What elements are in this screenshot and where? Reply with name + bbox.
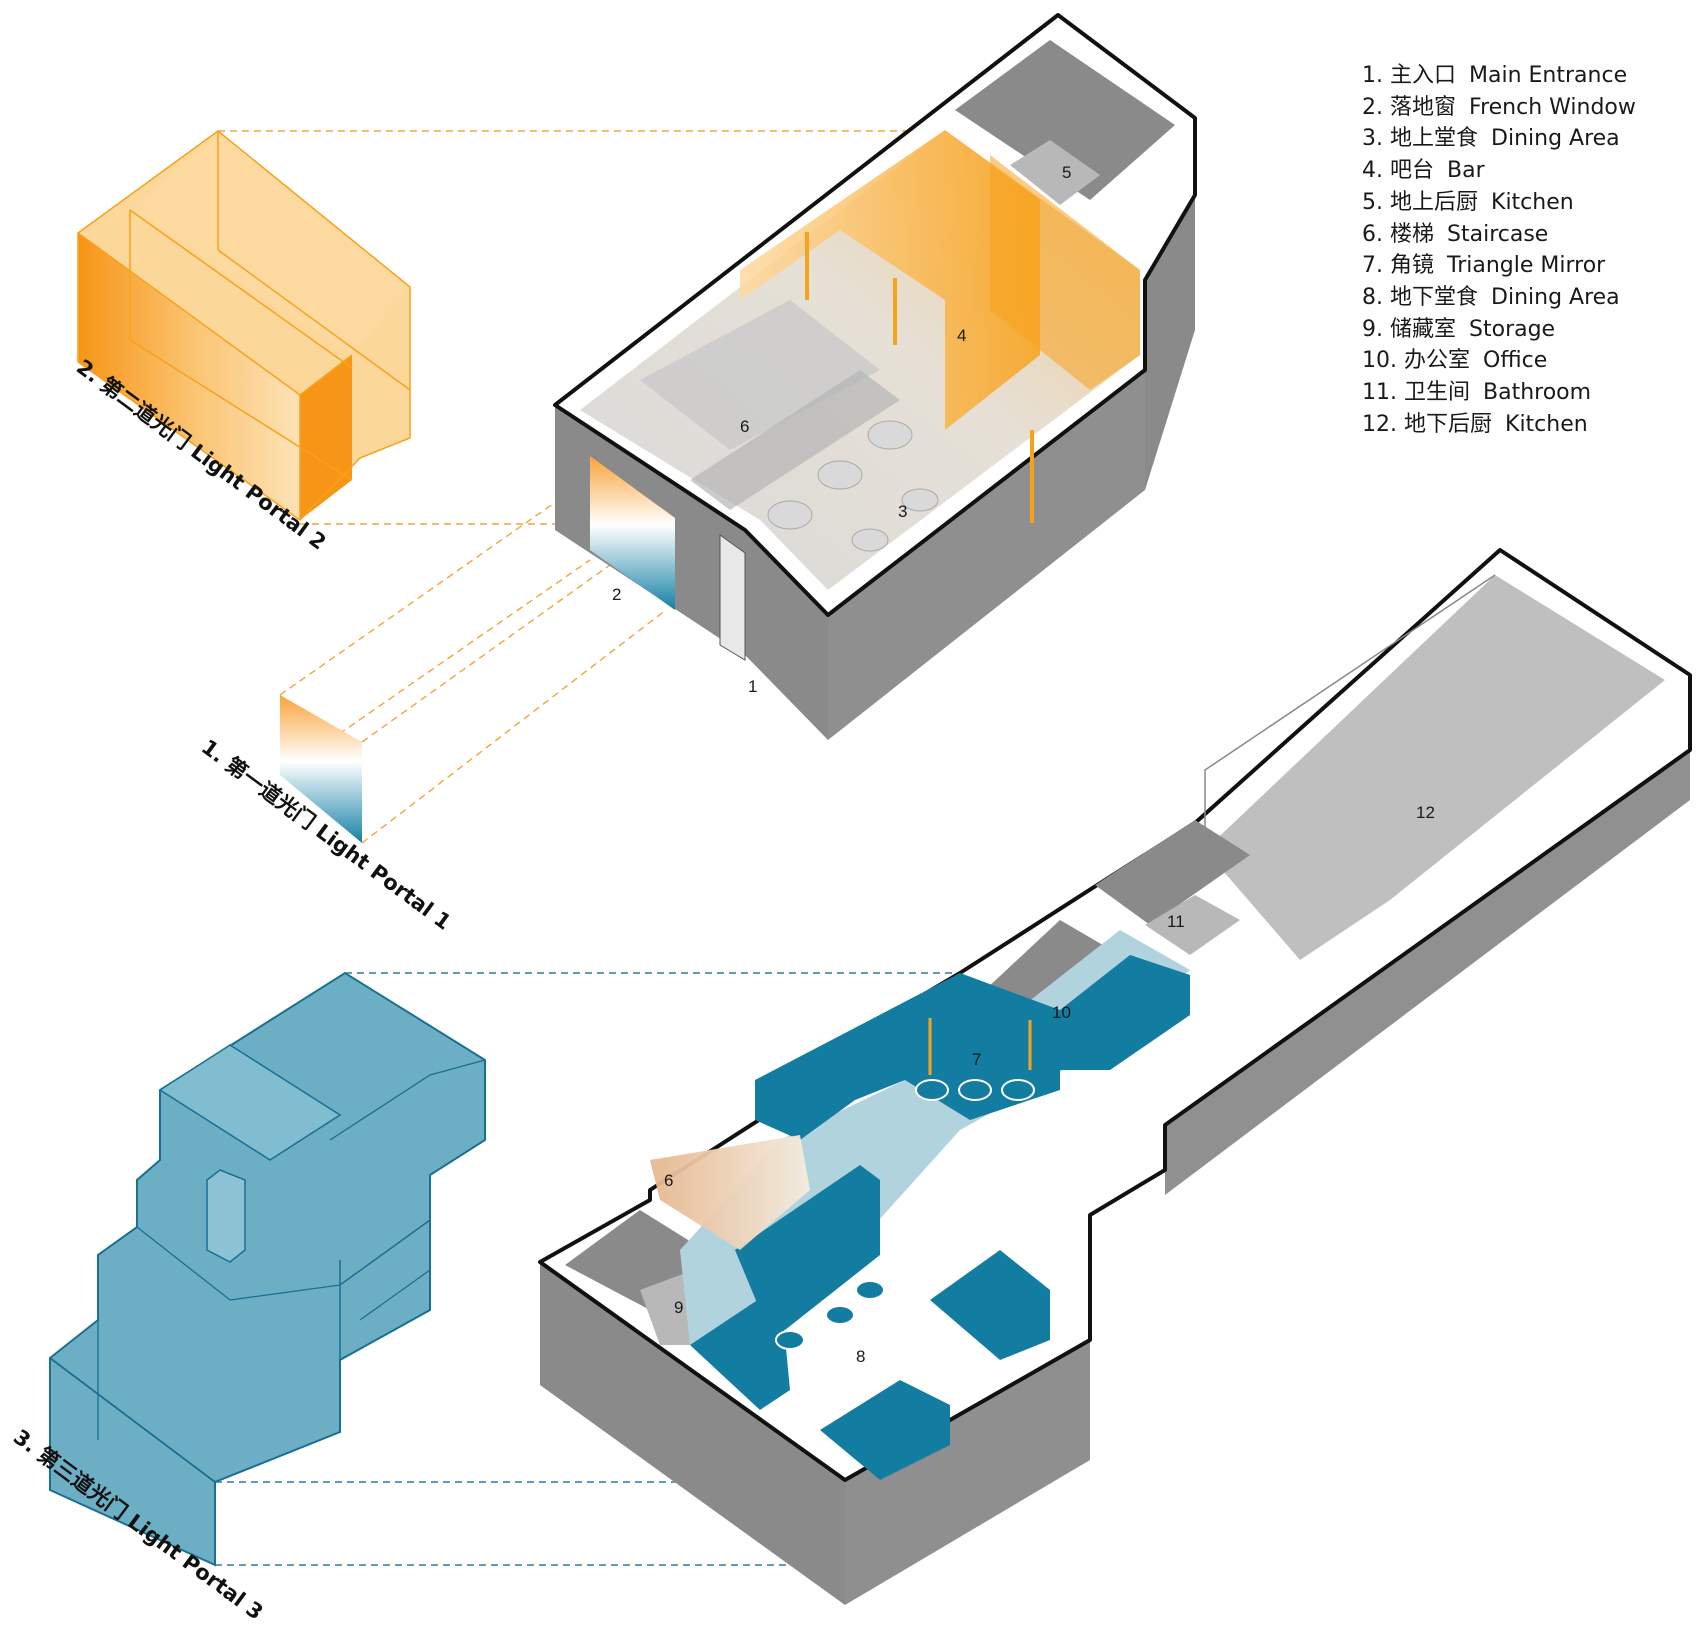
legend-item: 11. 卫生间 Bathroom bbox=[1362, 377, 1636, 409]
legend-label-zh: 角镜 bbox=[1390, 253, 1435, 279]
legend-label-zh: 地上后厨 bbox=[1390, 189, 1479, 215]
legend-item: 12. 地下后厨 Kitchen bbox=[1362, 409, 1636, 441]
room-number-9: 9 bbox=[674, 1298, 683, 1317]
upper-floor-plan bbox=[553, 13, 1197, 740]
legend-label-en: Bar bbox=[1447, 158, 1485, 184]
lower-floor-plan bbox=[538, 548, 1692, 1605]
room-number-6-lower: 6 bbox=[664, 1171, 673, 1190]
legend-label-en: Office bbox=[1483, 348, 1548, 374]
room-number-6-upper: 6 bbox=[740, 417, 749, 436]
legend-label-zh: 主入口 bbox=[1390, 63, 1457, 88]
legend-item: 10. 办公室 Office bbox=[1362, 345, 1636, 377]
legend: 1. 主入口 Main Entrance 2. 落地窗 French Window 3.… bbox=[1362, 60, 1636, 440]
portal1-volume bbox=[280, 695, 362, 843]
portal2-volume bbox=[77, 130, 411, 521]
legend-label-en: Dining Area bbox=[1491, 284, 1620, 310]
room-number-11: 11 bbox=[1167, 912, 1185, 931]
legend-item: 9. 储藏室 Storage bbox=[1362, 314, 1636, 346]
portal3-connector-lines bbox=[215, 972, 960, 1566]
legend-item: 2. 落地窗 French Window bbox=[1362, 92, 1636, 124]
legend-number: 7. bbox=[1362, 253, 1383, 279]
legend-item: 8. 地下堂食 Dining Area bbox=[1362, 282, 1636, 314]
legend-label-en: Dining Area bbox=[1491, 126, 1620, 152]
legend-label-en: Triangle Mirror bbox=[1447, 253, 1606, 279]
legend-item: 5. 地上后厨 Kitchen bbox=[1362, 187, 1636, 219]
legend-label-zh: 楼梯 bbox=[1390, 221, 1435, 247]
legend-label-en: Staircase bbox=[1447, 221, 1549, 247]
legend-item: 3. 地上堂食 Dining Area bbox=[1362, 123, 1636, 155]
legend-number: 4. bbox=[1362, 158, 1383, 184]
legend-number: 10. bbox=[1362, 348, 1397, 374]
room-number-2: 2 bbox=[612, 585, 621, 604]
legend-number: 1. bbox=[1362, 63, 1383, 88]
legend-number: 9. bbox=[1362, 316, 1383, 342]
legend-number: 8. bbox=[1362, 284, 1383, 310]
room-number-10: 10 bbox=[1052, 1003, 1071, 1022]
legend-label-en: Storage bbox=[1469, 316, 1556, 342]
legend-label-en: Kitchen bbox=[1491, 189, 1574, 215]
legend-label-zh: 地上堂食 bbox=[1390, 126, 1479, 152]
portal3-volume bbox=[49, 971, 486, 1567]
legend-number: 11. bbox=[1362, 380, 1397, 406]
legend-label-zh: 卫生间 bbox=[1404, 380, 1471, 406]
room-numbers: 1 2 3 4 5 6 6 7 8 9 10 11 12 bbox=[612, 163, 1435, 1366]
legend-label-zh: 地下堂食 bbox=[1390, 284, 1479, 310]
room-number-3: 3 bbox=[898, 502, 907, 521]
legend-item: 7. 角镜 Triangle Mirror bbox=[1362, 250, 1636, 282]
room-number-1: 1 bbox=[748, 677, 757, 696]
legend-label-en: Main Entrance bbox=[1469, 63, 1628, 88]
legend-label-zh: 地下后厨 bbox=[1404, 411, 1493, 437]
legend-label-en: French Window bbox=[1469, 94, 1636, 120]
legend-number: 12. bbox=[1362, 411, 1397, 437]
room-number-7: 7 bbox=[972, 1050, 981, 1069]
legend-label-zh: 吧台 bbox=[1390, 158, 1435, 184]
legend-number: 5. bbox=[1362, 189, 1383, 215]
legend-item: 4. 吧台 Bar bbox=[1362, 155, 1636, 187]
legend-item: 6. 楼梯 Staircase bbox=[1362, 219, 1636, 251]
legend-label-en: Bathroom bbox=[1483, 380, 1592, 406]
room-number-4: 4 bbox=[957, 326, 966, 345]
legend-number: 2. bbox=[1362, 94, 1383, 120]
room-number-5: 5 bbox=[1062, 163, 1071, 182]
room-number-12: 12 bbox=[1416, 803, 1435, 822]
legend-label-zh: 办公室 bbox=[1404, 348, 1471, 374]
legend-label-zh: 储藏室 bbox=[1390, 316, 1457, 342]
legend-number: 6. bbox=[1362, 221, 1383, 247]
room-number-8: 8 bbox=[856, 1347, 865, 1366]
legend-label-zh: 落地窗 bbox=[1390, 94, 1457, 120]
legend-label-en: Kitchen bbox=[1505, 411, 1588, 437]
legend-number: 3. bbox=[1362, 126, 1383, 152]
legend-item: 1. 主入口 Main Entrance bbox=[1362, 60, 1636, 92]
